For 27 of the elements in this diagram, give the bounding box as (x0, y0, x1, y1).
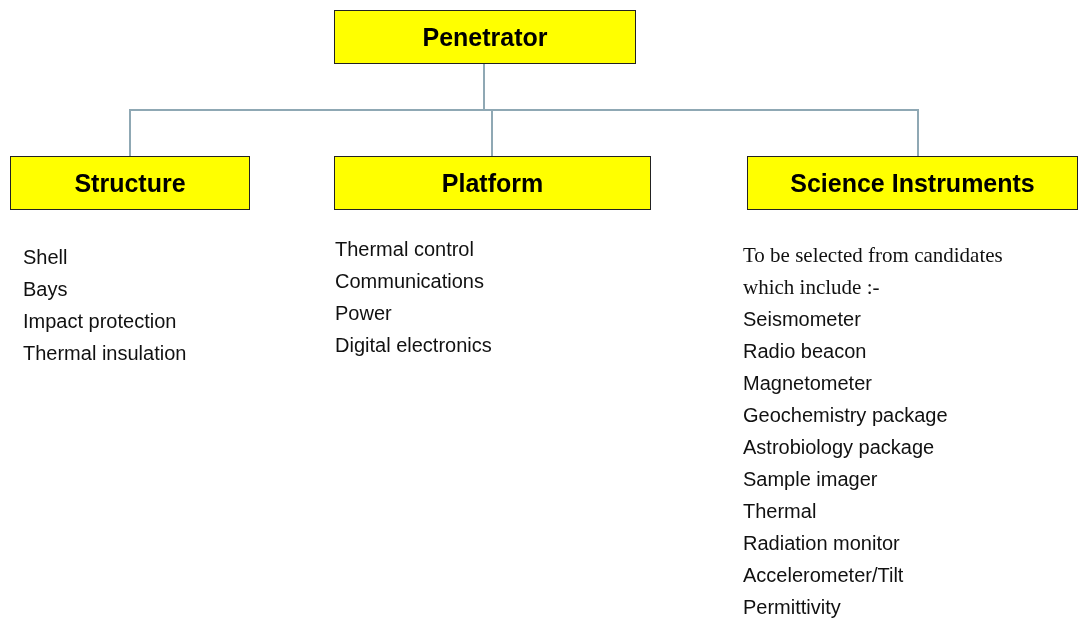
list-item: Bays (23, 277, 68, 302)
title-box (334, 156, 651, 210)
list-item: Power (335, 301, 392, 326)
box-title: Structure (74, 168, 186, 198)
list-item: Sample imager (743, 467, 878, 492)
list-item: Thermal control (335, 237, 474, 262)
title-box (10, 156, 250, 210)
list-item: Impact protection (23, 309, 177, 334)
box-title: Penetrator (422, 22, 548, 52)
title-box (747, 156, 1078, 210)
list-item: Thermal insulation (23, 341, 187, 366)
title-box (334, 10, 636, 64)
list-item: Astrobiology package (743, 435, 935, 460)
note-text: To be selected from candidates which include :- (743, 242, 1003, 301)
list-item: Radiation monitor (743, 531, 900, 556)
list-item: Accelerometer/Tilt (743, 563, 904, 588)
list-item: Magnetometer (743, 371, 872, 396)
list-item: Digital electronics (335, 333, 492, 358)
list-item: Shell (23, 245, 68, 270)
list-item: Communications (335, 269, 484, 294)
list-item: Thermal (743, 499, 817, 524)
box-title: Science Instruments (790, 168, 1035, 198)
list-item: Geochemistry package (743, 403, 948, 428)
list-item: Permittivity (743, 595, 841, 620)
box-title: Platform (441, 168, 544, 198)
list-item: Radio beacon (743, 339, 867, 364)
list-item: Seismometer (743, 307, 861, 332)
